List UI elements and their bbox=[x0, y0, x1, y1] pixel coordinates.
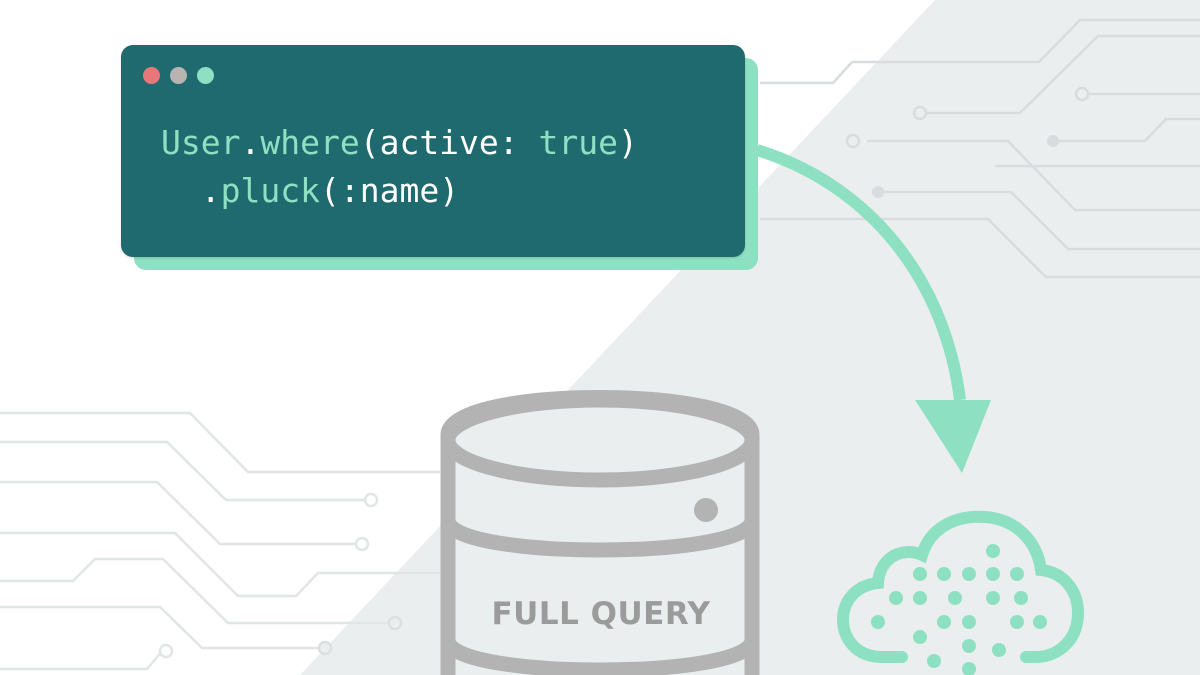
circuit-lines-bottom-left bbox=[0, 411, 440, 671]
minimize-dot-icon bbox=[170, 67, 187, 84]
code-arg-value: true bbox=[538, 123, 619, 162]
code-snippet: User.where(active: true) .pluck(:name) bbox=[161, 119, 638, 215]
code-line-1: User.where(active: true) bbox=[161, 119, 638, 167]
code-paren-open: ( bbox=[319, 171, 340, 210]
code-indent bbox=[161, 171, 201, 210]
code-method-pluck: pluck bbox=[220, 171, 320, 210]
code-paren-close: ) bbox=[618, 123, 638, 162]
circuit-nodes-top-right bbox=[845, 86, 1090, 198]
cloud-data-icon bbox=[836, 510, 1085, 675]
maximize-dot-icon bbox=[197, 67, 214, 84]
circuit-lines-top-right bbox=[760, 18, 1200, 279]
code-window: User.where(active: true) .pluck(:name) bbox=[121, 45, 745, 257]
database-icon bbox=[440, 390, 760, 675]
code-paren-open: ( bbox=[359, 123, 380, 162]
code-paren-close: ) bbox=[439, 171, 460, 210]
code-dot: . bbox=[200, 171, 221, 210]
code-line-2: .pluck(:name) bbox=[161, 167, 638, 215]
code-space bbox=[519, 123, 539, 162]
curved-arrow-icon bbox=[755, 144, 991, 473]
code-receiver: User bbox=[161, 123, 241, 162]
database-label: FULL QUERY bbox=[491, 596, 711, 632]
code-arg-key: active: bbox=[379, 123, 519, 162]
window-controls bbox=[143, 67, 214, 84]
close-dot-icon bbox=[143, 67, 160, 84]
code-method-where: where bbox=[260, 123, 360, 162]
database-indicator-light bbox=[694, 498, 718, 522]
code-dot: . bbox=[240, 123, 261, 162]
code-arg-symbol: :name bbox=[339, 171, 440, 210]
circuit-nodes-bottom-left bbox=[158, 492, 403, 659]
